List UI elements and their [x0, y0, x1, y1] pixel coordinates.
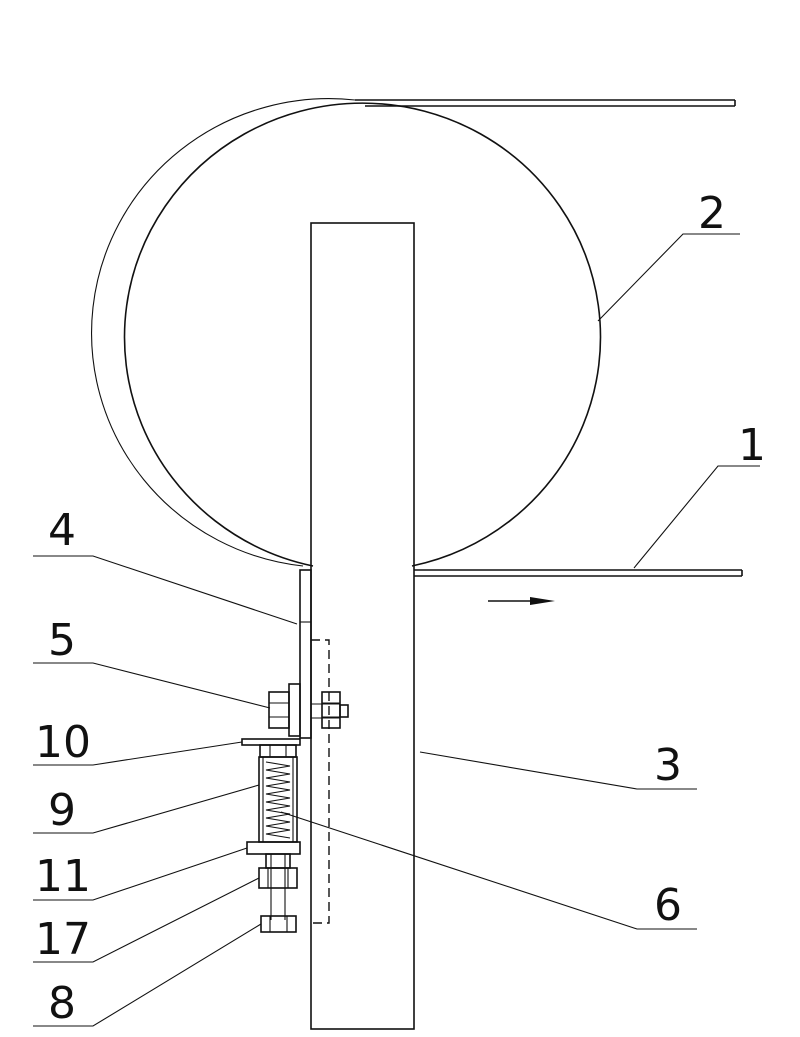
- label-6: 6: [654, 880, 682, 931]
- label-10: 10: [35, 717, 91, 768]
- roller: [91, 98, 602, 567]
- nut-upper: [258, 867, 298, 889]
- label-17: 17: [35, 914, 91, 965]
- leader-lines: [33, 233, 760, 1027]
- bolt: [268, 683, 349, 737]
- label-1: 1: [738, 420, 766, 471]
- label-11: 11: [35, 851, 91, 902]
- frame-post: [310, 222, 415, 1030]
- label-4: 4: [48, 505, 76, 556]
- spring-coil: [265, 761, 291, 839]
- hidden-bracket: [311, 639, 330, 924]
- label-8: 8: [48, 978, 76, 1029]
- upper-belt: [355, 99, 736, 107]
- mounting-plate: [299, 569, 312, 739]
- nut-lower: [260, 915, 297, 933]
- adjusting-rod: [265, 853, 291, 920]
- label-3: 3: [654, 740, 682, 791]
- label-5: 5: [48, 615, 76, 666]
- label-9: 9: [48, 785, 76, 836]
- direction-arrow: [488, 597, 555, 605]
- lower-spring-seat: [246, 841, 301, 855]
- upper-spring-seat: [241, 738, 301, 758]
- lower-belt: [414, 569, 743, 577]
- label-2: 2: [698, 188, 726, 239]
